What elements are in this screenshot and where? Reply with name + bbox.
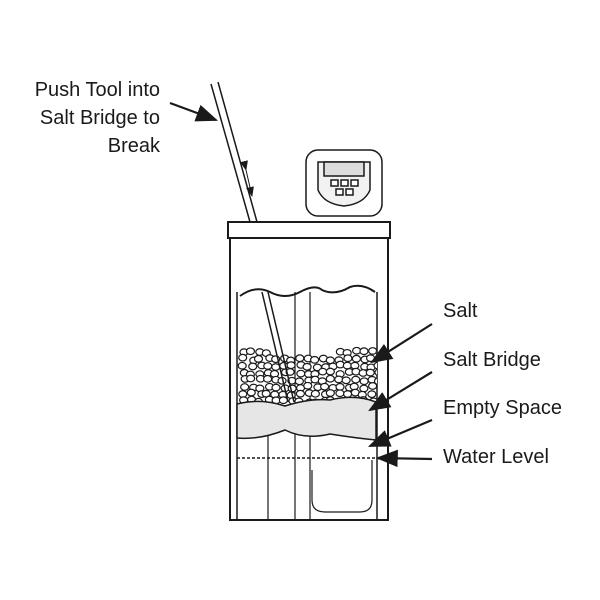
salt-pellet [248,362,258,371]
tool-callout-arrow [169,101,219,122]
lcd-display [323,161,365,177]
salt-bridge-mass [236,396,377,441]
tool-label-line: Push Tool into [34,79,160,101]
salt-pellets [237,346,386,407]
salt-pellet [287,384,297,393]
salt-pellet [294,377,304,386]
salt-bridge-label: Salt Bridge [443,349,541,371]
salt-pellet [263,362,273,370]
salt-pellet [368,347,377,355]
salt-pellet [335,382,345,391]
salt-label: Salt [443,300,478,322]
salt-pellet [367,390,377,399]
salt-pellet [368,382,377,390]
salt-pellet [359,377,369,386]
water-level-callout-arrow [375,449,433,468]
salt-pellet [318,367,328,376]
salt-callout-arrow [370,323,433,364]
salt-pellet [335,389,345,398]
salt-pellet [365,368,375,377]
salt-pellet [238,353,248,362]
salt-pellet [295,354,305,363]
salt-pellet [263,374,273,383]
salt-pellet [376,383,377,389]
salt-pellet [240,383,250,391]
salt-pellet [278,396,288,405]
salt-pellet [246,388,256,397]
salt-pellet [325,367,335,376]
salt-pellet [237,361,247,370]
salt-pellet [359,384,369,393]
salt-pellet [271,383,281,392]
salt-pellet [359,347,369,356]
salt-pellet [295,389,305,398]
salt-pellet [310,355,320,364]
salt-pellet [302,362,312,371]
empty-space-callout-arrow [367,418,433,448]
salt-pellet [351,354,362,363]
salt-pellet [343,354,353,363]
tool-label-line: Break [107,135,160,157]
salt-pellet [341,376,351,385]
salt-pellet [351,375,361,384]
salt-pellet [286,361,296,370]
tool-instruction-label: Push Tool into Salt Bridge to Break [35,76,160,160]
control-valve-head [305,149,383,217]
salt-pellet [245,347,256,356]
salt-bridge-callout-arrow [368,371,433,412]
salt-pellet [342,361,352,370]
empty-space-label: Empty Space [443,397,562,419]
salt-pellet [325,389,335,397]
salt-pellet [373,361,377,370]
salt-pellet [343,390,353,398]
water-level-label: Water Level [443,446,549,468]
salt-pellet [310,389,320,398]
salt-pellet [334,375,344,384]
tool-label-line: Salt Bridge to [39,107,160,129]
salt-pellet [374,368,377,376]
salt-pellet [303,381,313,390]
salt-pellet [296,369,306,378]
salt-pellet [378,390,386,397]
salt-pellet [320,382,330,391]
salt-pellet [246,374,256,383]
salt-pellet [253,354,264,363]
tank-lid [227,221,391,239]
salt-pellet [325,374,335,383]
salt-pellet [285,368,295,376]
